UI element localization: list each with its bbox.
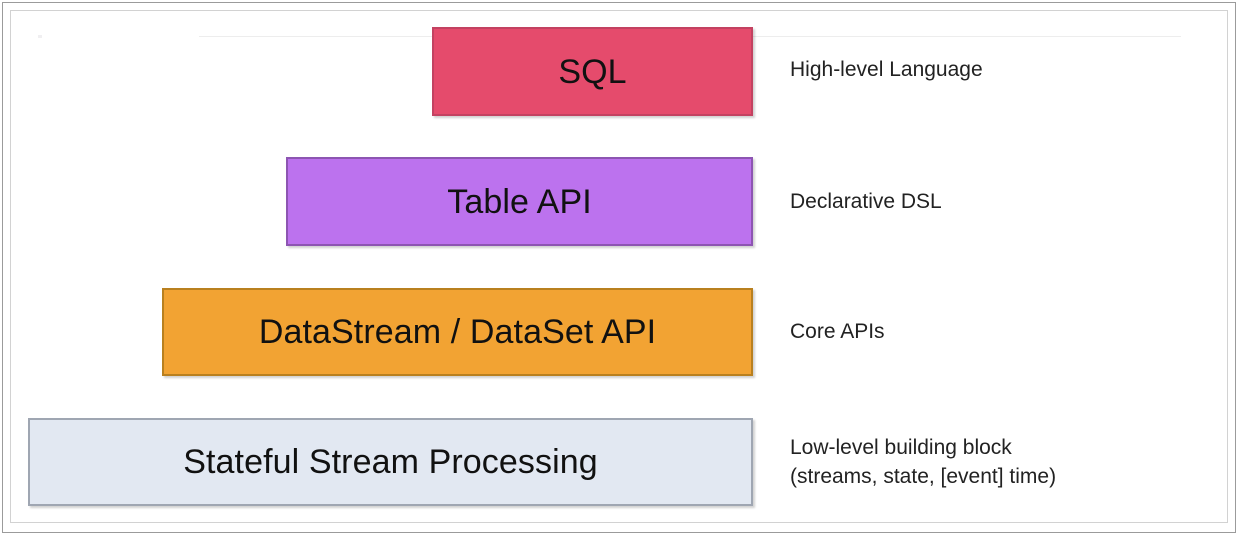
layer-description-sql: High-level Language (790, 58, 983, 81)
layer-box-datastream-dataset-api[interactable]: DataStream / DataSet API (162, 288, 753, 376)
layer-box-stateful-stream-processing[interactable]: Stateful Stream Processing (28, 418, 753, 506)
layer-box-sql[interactable]: SQL (432, 27, 753, 116)
layer-description-stateful-stream-processing: Low-level building block (streams, state… (790, 436, 1057, 488)
layer-description-datastream-dataset-api: Core APIs (790, 320, 885, 343)
layer-description-table-api: Declarative DSL (790, 190, 942, 213)
rule-tick-mark (38, 35, 42, 38)
layer-box-table-api[interactable]: Table API (286, 157, 753, 246)
